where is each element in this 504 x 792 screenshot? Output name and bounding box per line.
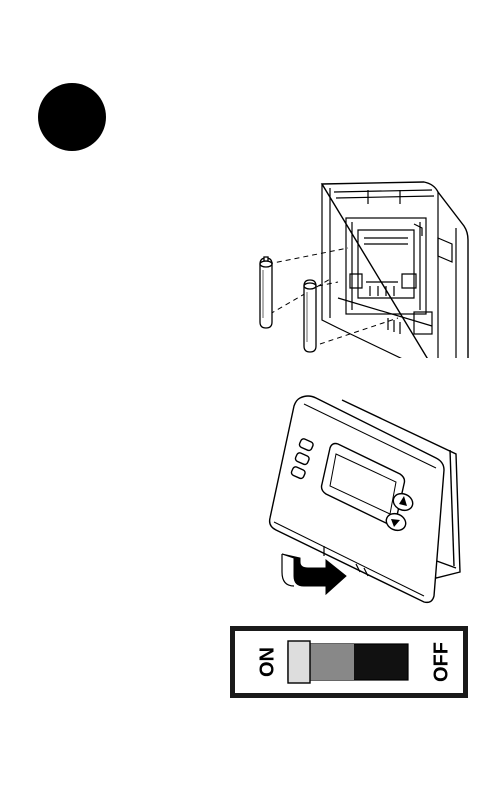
- battery-icon: [304, 280, 316, 352]
- thermostat-back-with-batteries-icon: [238, 178, 470, 358]
- thermostat-faceplate-mount-icon: [260, 390, 470, 612]
- switch-right-label: OFF: [430, 642, 452, 682]
- step-badge: [38, 83, 106, 151]
- switch-knob: [288, 641, 310, 683]
- switch-left-label: ON: [256, 647, 278, 677]
- switch-track-mid: [310, 644, 354, 680]
- power-switch: ON OFF: [230, 626, 468, 698]
- faceplate-mount-illustration: [260, 390, 470, 617]
- battery-install-illustration: [238, 178, 470, 363]
- power-switch-illustration: ON OFF: [230, 626, 468, 703]
- battery-icon: [260, 257, 272, 328]
